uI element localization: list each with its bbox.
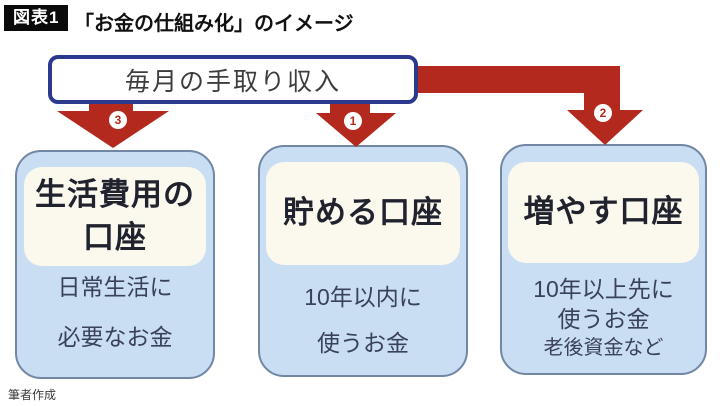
account-name-line: 口座 [83, 219, 147, 255]
income-box: 毎月の手取り収入 [48, 55, 418, 104]
arrow-1-number-badge: 1 [344, 112, 362, 130]
description-line: 使うお金 [317, 330, 409, 356]
account-name-line: 増やす口座 [523, 194, 684, 230]
figure-number-badge: 図表1 [4, 5, 69, 31]
arrow-2-number-badge: 2 [594, 104, 612, 122]
arrow-3-stem [89, 101, 133, 112]
account-description-living-expenses: 日常生活に 必要なお金 [15, 262, 215, 362]
account-name-line: 貯める口座 [283, 195, 443, 231]
description-note: 老後資金など [543, 337, 664, 359]
account-name-card-living-expenses: 生活費用の 口座 [24, 167, 206, 266]
income-box-label: 毎月の手取り収入 [124, 67, 341, 96]
description-line: 10年以上先に [533, 276, 674, 302]
description-line: 日常生活に [57, 274, 173, 300]
arrow-1-stem [330, 101, 370, 114]
description-line: 使うお金 [557, 306, 650, 332]
account-description-growing: 10年以上先に 使うお金 老後資金など [500, 274, 707, 362]
account-name-card-saving: 貯める口座 [266, 162, 460, 265]
author-credit: 筆者作成 [8, 388, 57, 402]
account-description-saving: 10年以内に 使うお金 [258, 274, 468, 366]
description-line: 必要なお金 [57, 324, 173, 350]
description-line: 10年以内に [304, 284, 422, 310]
arrow-3-number-badge: 3 [109, 111, 127, 129]
account-name-card-growing: 増やす口座 [508, 162, 699, 263]
figure-title: 「お金の仕組み化」のイメージ [74, 13, 354, 35]
account-name-line: 生活費用の [35, 176, 195, 212]
